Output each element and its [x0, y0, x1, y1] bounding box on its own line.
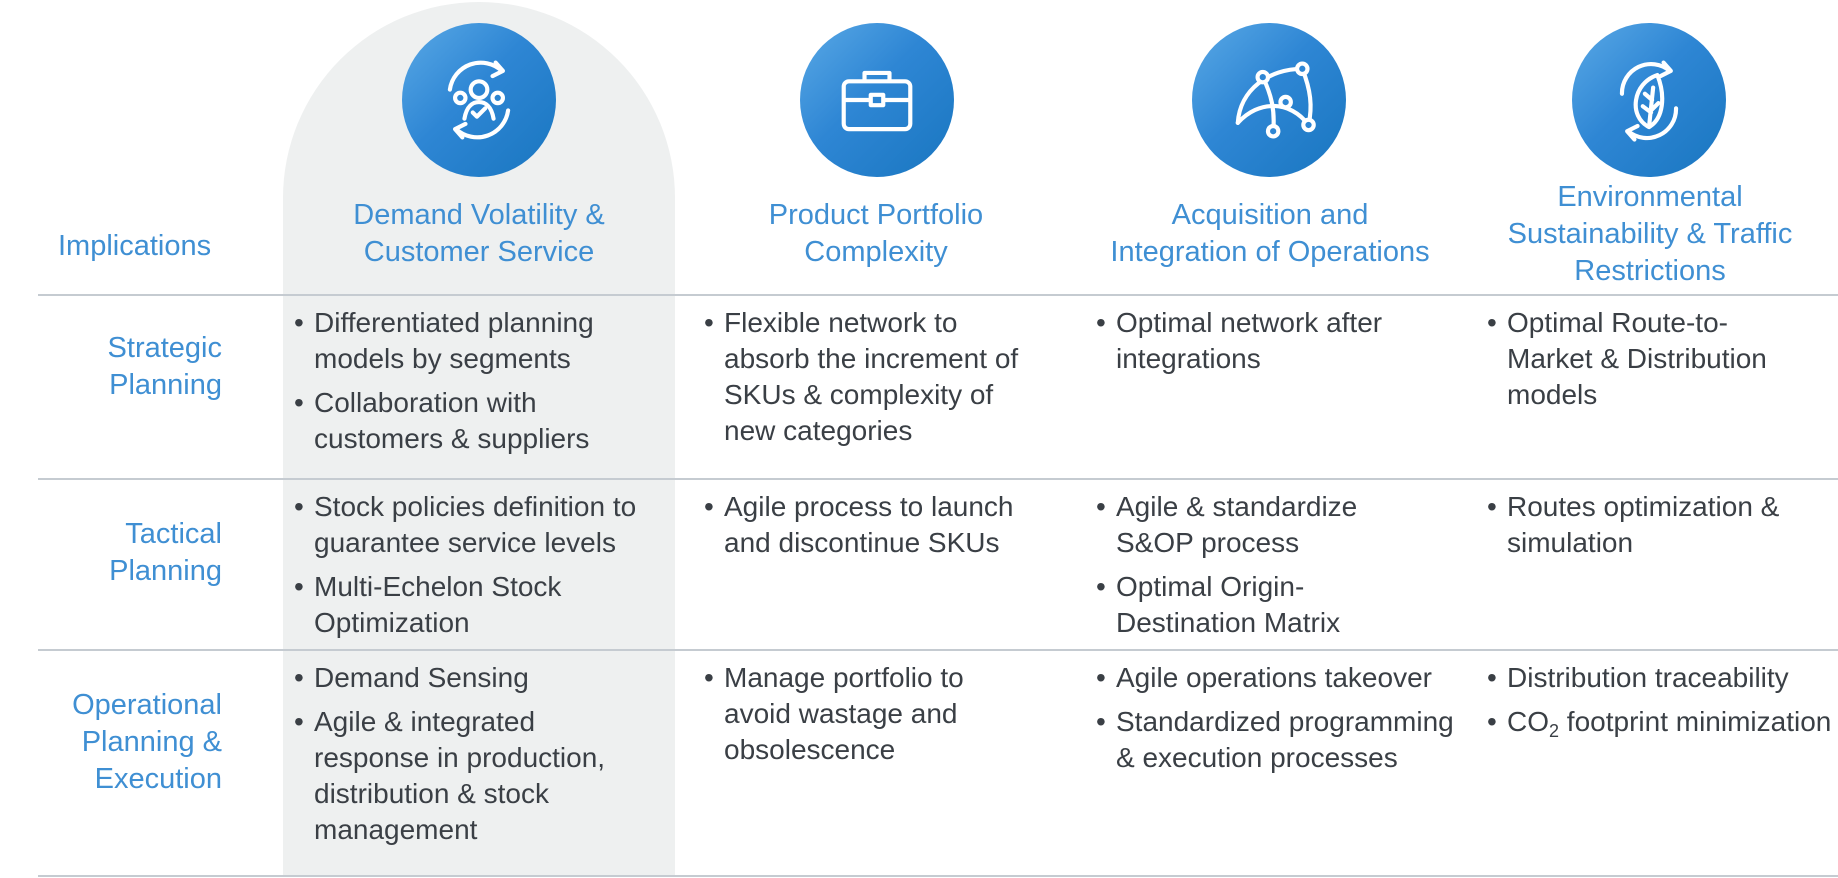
- network-globe-icon: [1192, 23, 1346, 177]
- list-item: Flexible network to absorb the increment…: [704, 305, 1049, 449]
- list-item: Distribution traceability: [1487, 660, 1832, 696]
- customer-cycle-icon: [402, 23, 556, 177]
- cell-strategic-portfolio: Flexible network to absorb the increment…: [704, 305, 1049, 457]
- list-item: Agile & integrated response in productio…: [294, 704, 654, 848]
- divider-top: [38, 294, 1838, 296]
- list-item-co2: CO2 footprint minimization: [1487, 704, 1832, 749]
- list-item: Routes optimization & simulation: [1487, 489, 1807, 561]
- list-item: Agile operations takeover: [1096, 660, 1476, 696]
- list-item: Agile & standardize S&OP process: [1096, 489, 1416, 561]
- list-item: Demand Sensing: [294, 660, 654, 696]
- cell-tactical-acquisition: Agile & standardize S&OP process Optimal…: [1096, 489, 1416, 649]
- column-header-demand: Demand Volatility &Customer Service: [353, 199, 605, 268]
- cell-operational-portfolio: Manage portfolio to avoid wastage and ob…: [704, 660, 1024, 776]
- list-item: Differentiated planning models by segmen…: [294, 305, 659, 377]
- cell-tactical-environmental: Routes optimization & simulation: [1487, 489, 1807, 569]
- cell-operational-demand: Demand Sensing Agile & integrated respon…: [294, 660, 654, 856]
- implications-label: Implications: [58, 230, 212, 262]
- cell-tactical-portfolio: Agile process to launch and discontinue …: [704, 489, 1044, 569]
- briefcase-icon: [800, 23, 954, 177]
- list-item: Optimal Route-to-Market & Distribution m…: [1487, 305, 1807, 413]
- leaf-cycle-icon: [1572, 23, 1726, 177]
- list-item: Manage portfolio to avoid wastage and ob…: [704, 660, 1024, 768]
- list-item: Collaboration with customers & suppliers: [294, 385, 659, 457]
- list-item: Standardized programming & execution pro…: [1096, 704, 1476, 776]
- cell-tactical-demand: Stock policies definition to guarantee s…: [294, 489, 669, 649]
- list-item: Optimal network after integrations: [1096, 305, 1436, 377]
- cell-strategic-demand: Differentiated planning models by segmen…: [294, 305, 659, 465]
- cell-strategic-environmental: Optimal Route-to-Market & Distribution m…: [1487, 305, 1807, 421]
- divider-tactical: [38, 649, 1838, 651]
- divider-bottom: [38, 875, 1838, 877]
- cell-operational-environmental: Distribution traceability CO2 footprint …: [1487, 660, 1832, 757]
- cell-strategic-acquisition: Optimal network after integrations: [1096, 305, 1436, 385]
- divider-strategic: [38, 478, 1838, 480]
- list-item: Stock policies definition to guarantee s…: [294, 489, 669, 561]
- list-item: Agile process to launch and discontinue …: [704, 489, 1044, 561]
- list-item: Multi-Echelon Stock Optimization: [294, 569, 669, 641]
- cell-operational-acquisition: Agile operations takeover Standardized p…: [1096, 660, 1476, 784]
- list-item: Optimal Origin-Destination Matrix: [1096, 569, 1416, 641]
